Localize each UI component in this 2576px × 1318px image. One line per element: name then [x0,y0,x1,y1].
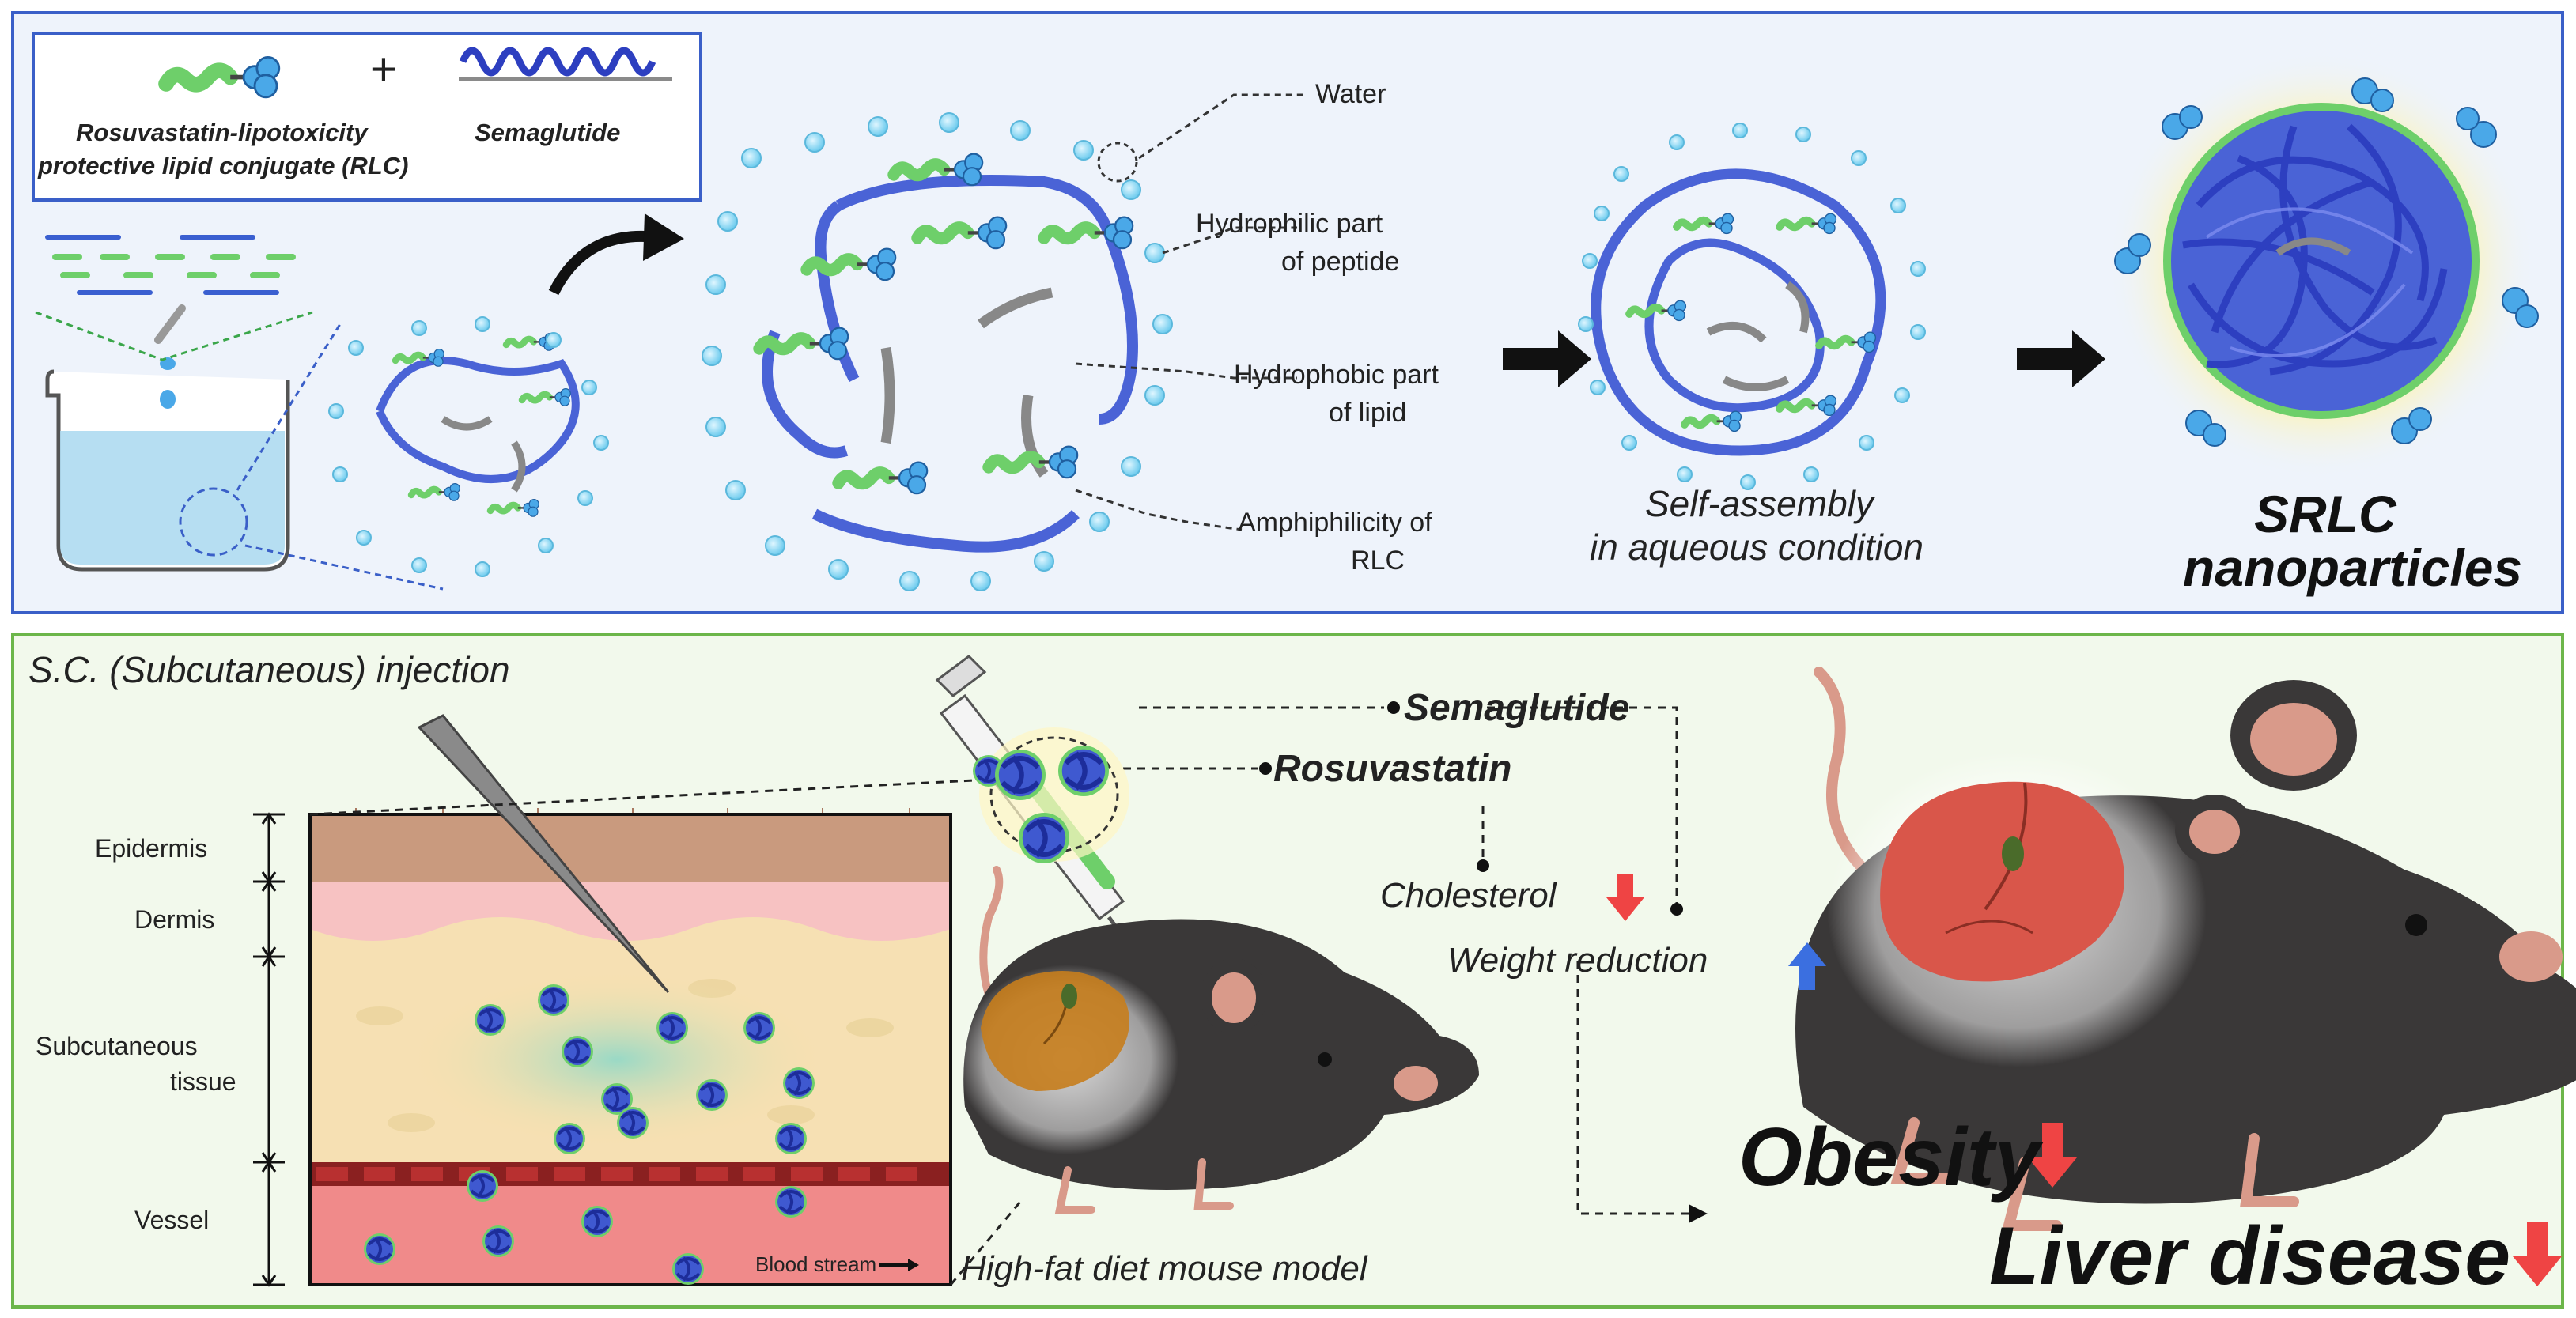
callout-amphiphilicity-line1: Amphiphilicity of [1238,508,1432,538]
rosuvastatin-label: Rosuvastatin [1273,748,1512,790]
layer-subcutaneous-line2: tissue [170,1067,236,1096]
beaker-icon [35,304,444,591]
legend-box [32,32,702,202]
srlc-title-line2: nanoparticles [2183,538,2523,597]
bottom-illustration [253,655,2576,1287]
callout-hydrophilic-line2: of peptide [1281,247,1400,277]
callout-hydrophobic-line2: of lipid [1329,398,1407,428]
rlc-label-line1: Rosuvastatin-lipotoxicity [76,119,368,146]
callout-hydrophilic-line1: Hydrophilic part [1196,209,1383,239]
srlc-nanoparticle [2108,51,2539,478]
semaglutide-legend-label: Semaglutide [475,119,621,146]
layer-subcutaneous-line1: Subcutaneous [36,1032,198,1060]
callout-hydrophobic-line1: Hydrophobic part [1234,360,1439,390]
syringe-icon [935,655,1149,970]
callout-amphiphilicity-line2: RLC [1351,546,1405,576]
liver-disease-down-arrow [2513,1222,2562,1286]
skin-cross-section [308,714,952,1286]
layer-epidermis: Epidermis [95,834,208,863]
weight-reduction-up-arrow [1788,942,1826,990]
micelle-detail [702,93,1305,591]
self-assembly-line2: in aqueous condition [1590,527,1923,568]
small-assembly [328,316,609,577]
cholesterol-label: Cholesterol [1380,876,1557,915]
injection-title: S.C. (Subcutaneous) injection [28,649,510,690]
assembled-micelle [1578,123,1926,490]
semaglutide-helix-icon [459,47,672,81]
self-assembly-line1: Self-assembly [1645,483,1874,524]
mouse-model-label: High-fat diet mouse model [961,1249,1367,1288]
layer-vessel: Vessel [134,1206,210,1234]
molecule-mix-icon [45,235,296,295]
layer-dermis: Dermis [134,905,215,934]
curved-arrow [548,230,657,296]
callout-water: Water [1315,79,1386,109]
top-illustration [35,47,2539,591]
large-mouse [1795,667,2576,1231]
semaglutide-label: Semaglutide [1404,687,1630,729]
blood-stream-label: Blood stream [755,1252,877,1276]
plus-sign: + [370,43,397,95]
arrow-right-2 [2017,330,2105,387]
obesity-down-arrow [2028,1123,2077,1188]
layer-scale [253,812,285,1287]
obesity-label: Obesity [1738,1112,2041,1203]
rlc-icon [166,57,279,96]
small-mouse [957,866,1479,1214]
arrow-right-1 [1503,330,1591,387]
liver-disease-label: Liver disease [1989,1210,2511,1302]
cholesterol-down-arrow [1606,874,1644,921]
rlc-label-line2: protective lipid conjugate (RLC) [38,152,409,179]
srlc-title-line1: SRLC [2254,485,2396,543]
weight-reduction-label: Weight reduction [1447,941,1708,980]
